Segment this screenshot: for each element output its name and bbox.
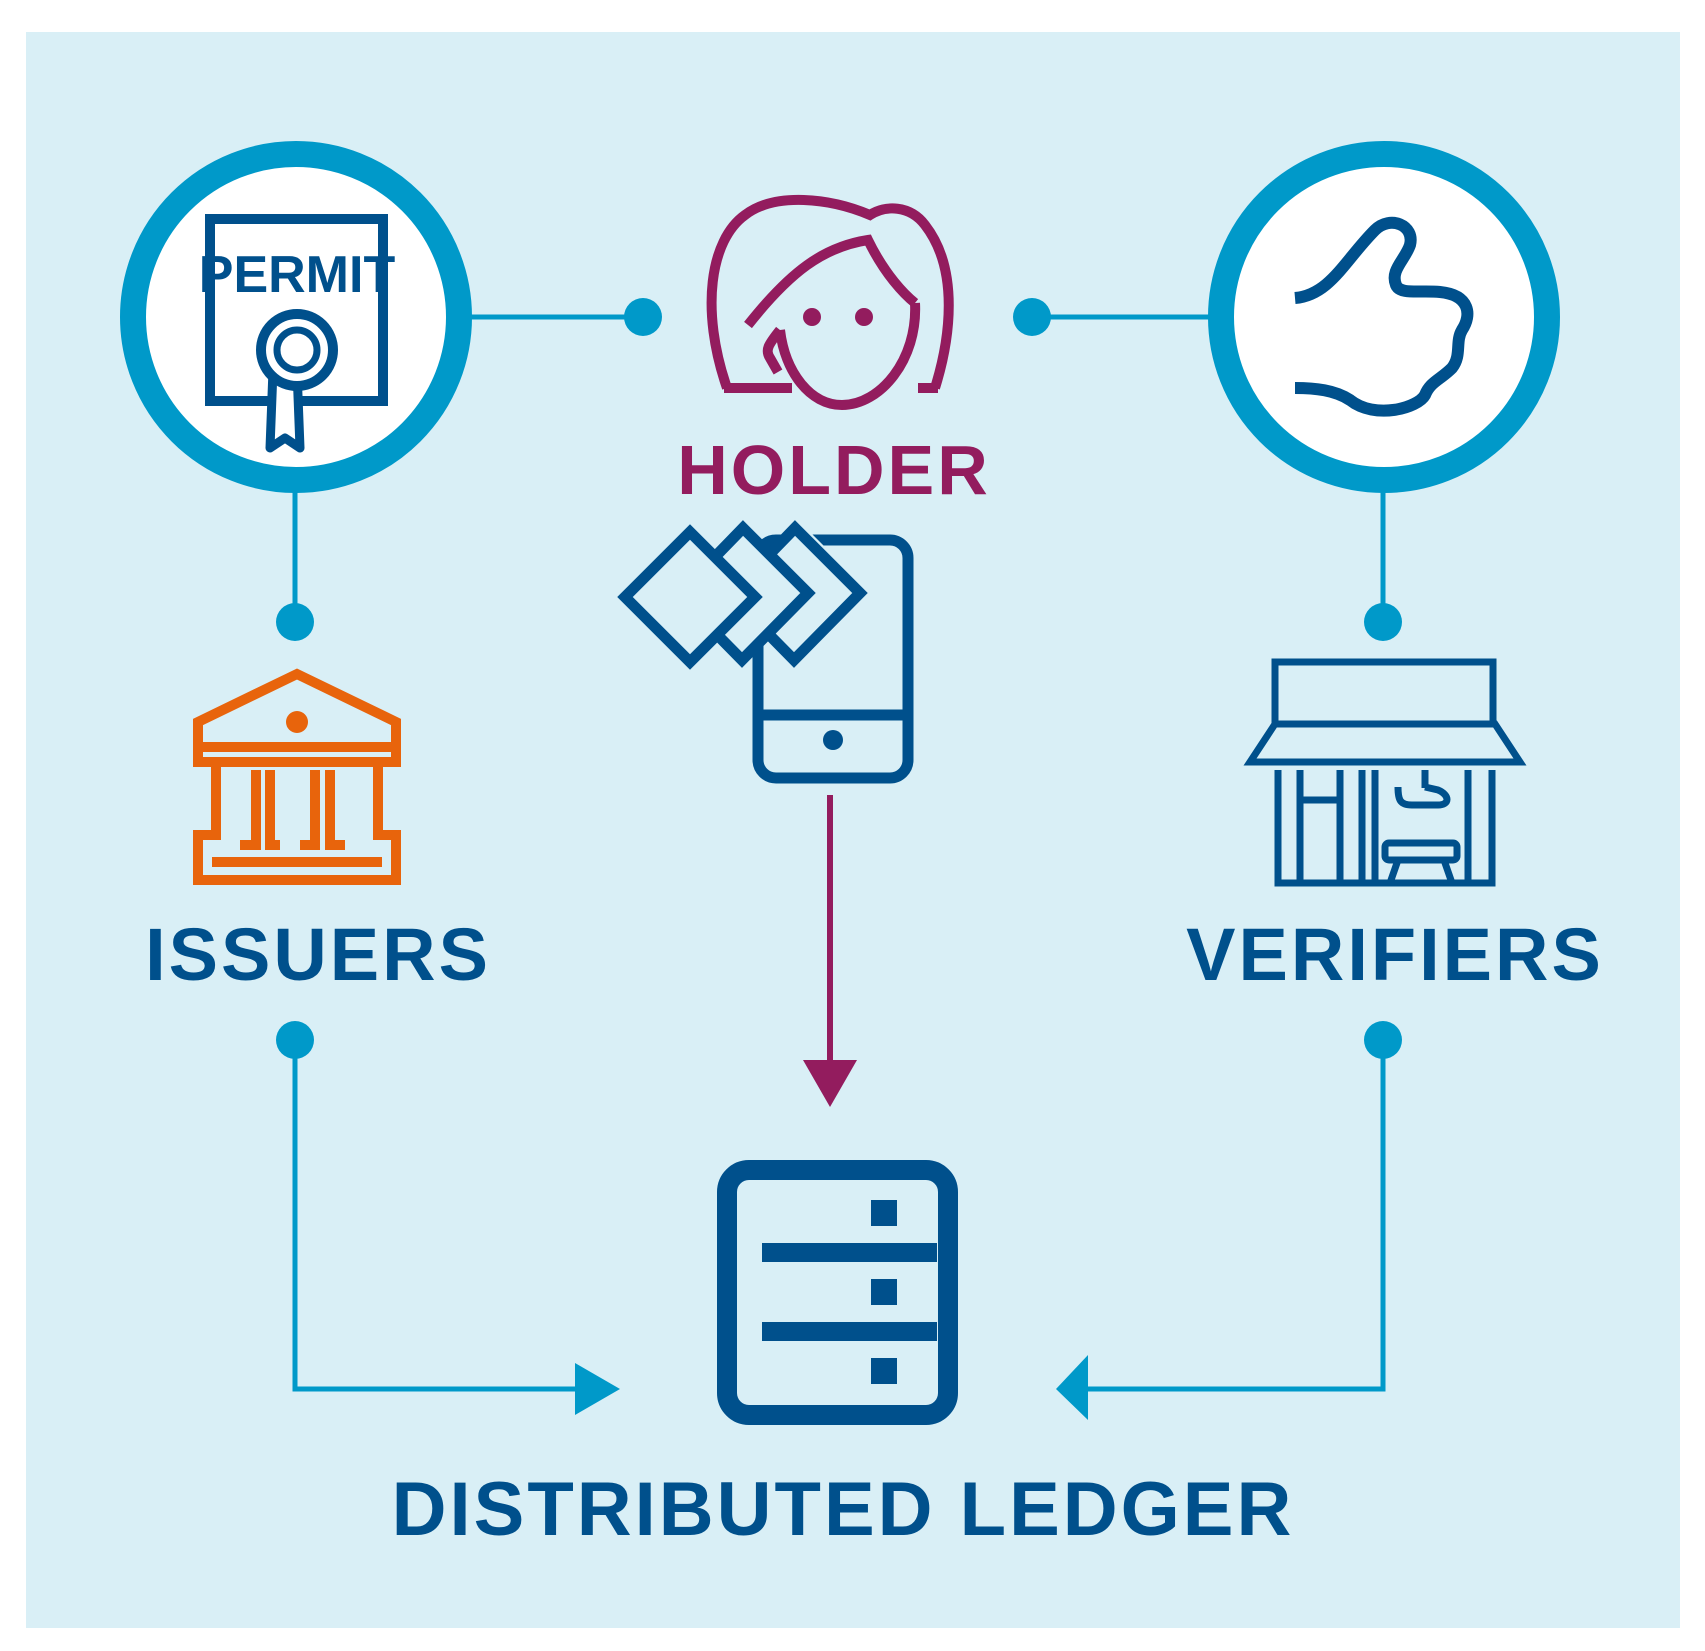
verifiers-label: VERIFIERS	[1186, 913, 1604, 996]
server-icon	[717, 1160, 958, 1425]
person-face-icon	[706, 195, 954, 411]
storefront-icon	[1243, 658, 1527, 887]
connector-badge-issuer	[276, 490, 314, 641]
arrow-holder-to-ledger	[803, 795, 857, 1107]
arrow-verifier-to-ledger	[1056, 1021, 1402, 1420]
connector-badge-verifier	[1364, 490, 1402, 641]
connector-issuer-holder	[470, 298, 662, 336]
connector-holder-verifier	[1013, 298, 1210, 336]
phone-credentials-icon	[617, 520, 914, 784]
permit-certificate-icon: PERMIT	[120, 141, 472, 493]
bank-building-icon	[193, 668, 401, 885]
arrow-issuer-to-ledger	[276, 1021, 620, 1415]
issuers-label: ISSUERS	[145, 913, 491, 996]
thumbs-up-icon	[1208, 141, 1560, 493]
permit-text: PERMIT	[199, 246, 396, 304]
holder-label: HOLDER	[677, 431, 991, 509]
distributed-ledger-label: DISTRIBUTED LEDGER	[391, 1467, 1295, 1552]
